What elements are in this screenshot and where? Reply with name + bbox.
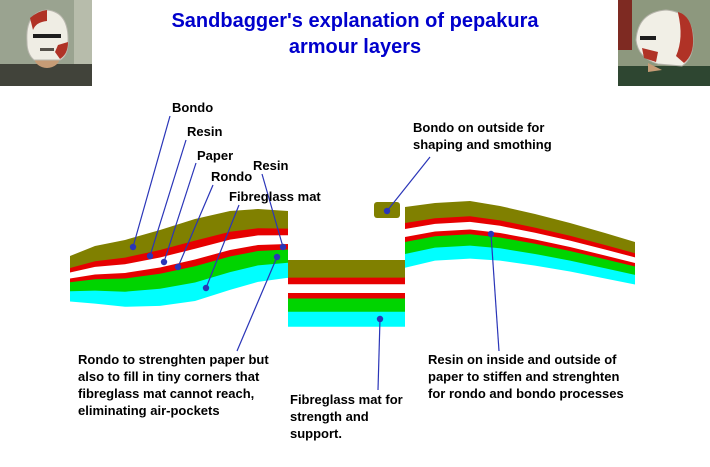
leader-fibreglass-line <box>205 204 240 289</box>
photo-helmet-side <box>618 0 710 86</box>
label-resin-outer: Resin <box>187 124 223 139</box>
note-fibreglass: Fibreglass mat for strength and support. <box>290 392 403 441</box>
photo-helmet-front <box>0 0 92 86</box>
shirt <box>0 64 92 86</box>
leader-resin-inner-line <box>261 173 284 248</box>
note-rondo: Rondo to strenghten paper but also to fi… <box>78 352 269 418</box>
leader-dots <box>129 207 495 323</box>
layer-rondo <box>70 234 635 313</box>
leader-resin-note-line <box>490 233 500 352</box>
leader-bondo-outside-dot <box>383 207 391 215</box>
leader-resin-inner-dot <box>279 243 287 251</box>
leader-rondo-note-line <box>236 256 278 352</box>
leader-bondo-outside-line <box>386 156 431 212</box>
helmet-red-panel <box>676 12 694 63</box>
layer-resin-inner <box>70 229 635 300</box>
chin-skin <box>648 63 662 72</box>
eye-slit <box>33 34 61 38</box>
leader-lines <box>132 115 500 391</box>
leader-paper-dot <box>160 258 168 266</box>
laminate-cross-section <box>70 201 635 327</box>
leader-fibreglass-dot <box>202 284 210 292</box>
mouth-slit <box>40 48 54 51</box>
helmet-side-icon <box>618 0 710 86</box>
leader-paper-line <box>163 162 197 263</box>
label-rondo: Rondo <box>211 169 253 184</box>
eye-slit <box>640 36 656 40</box>
leader-bondo-line <box>132 115 171 248</box>
layer-paper <box>70 221 635 294</box>
door-red <box>618 0 632 50</box>
label-resin-inner: Resin <box>253 158 289 173</box>
note-bondo-outside: Bondo on outside for shaping and smothin… <box>413 120 552 152</box>
leader-rondo-line <box>177 184 214 268</box>
leader-fibreglass-note-line <box>377 318 381 391</box>
leader-bondo-dot <box>129 243 137 251</box>
leader-resin-note-dot <box>487 230 495 238</box>
helmet-red-panel <box>642 48 658 62</box>
leader-resin-outer-line <box>149 139 187 257</box>
leader-fibreglass-note-dot <box>376 315 384 323</box>
label-bondo: Bondo <box>172 100 214 115</box>
layer-bondo <box>70 201 635 279</box>
helmet-red-panel <box>30 10 47 30</box>
note-resin: Resin on inside and outside of paper to … <box>428 352 624 401</box>
leader-rondo-note-dot <box>273 253 281 261</box>
helmet-front-icon <box>0 0 92 86</box>
layer-resin-outer <box>70 216 635 285</box>
shirt <box>618 66 710 86</box>
leader-resin-outer-dot <box>146 252 154 260</box>
helmet-red-panel <box>55 42 68 59</box>
layer-fibreglass-mat <box>70 245 635 327</box>
label-paper: Paper <box>197 148 234 163</box>
label-fibreglass: Fibreglass mat <box>229 189 321 204</box>
leader-rondo-dot <box>174 263 182 271</box>
page-title: Sandbagger's explanation of pepakura arm… <box>171 10 539 58</box>
